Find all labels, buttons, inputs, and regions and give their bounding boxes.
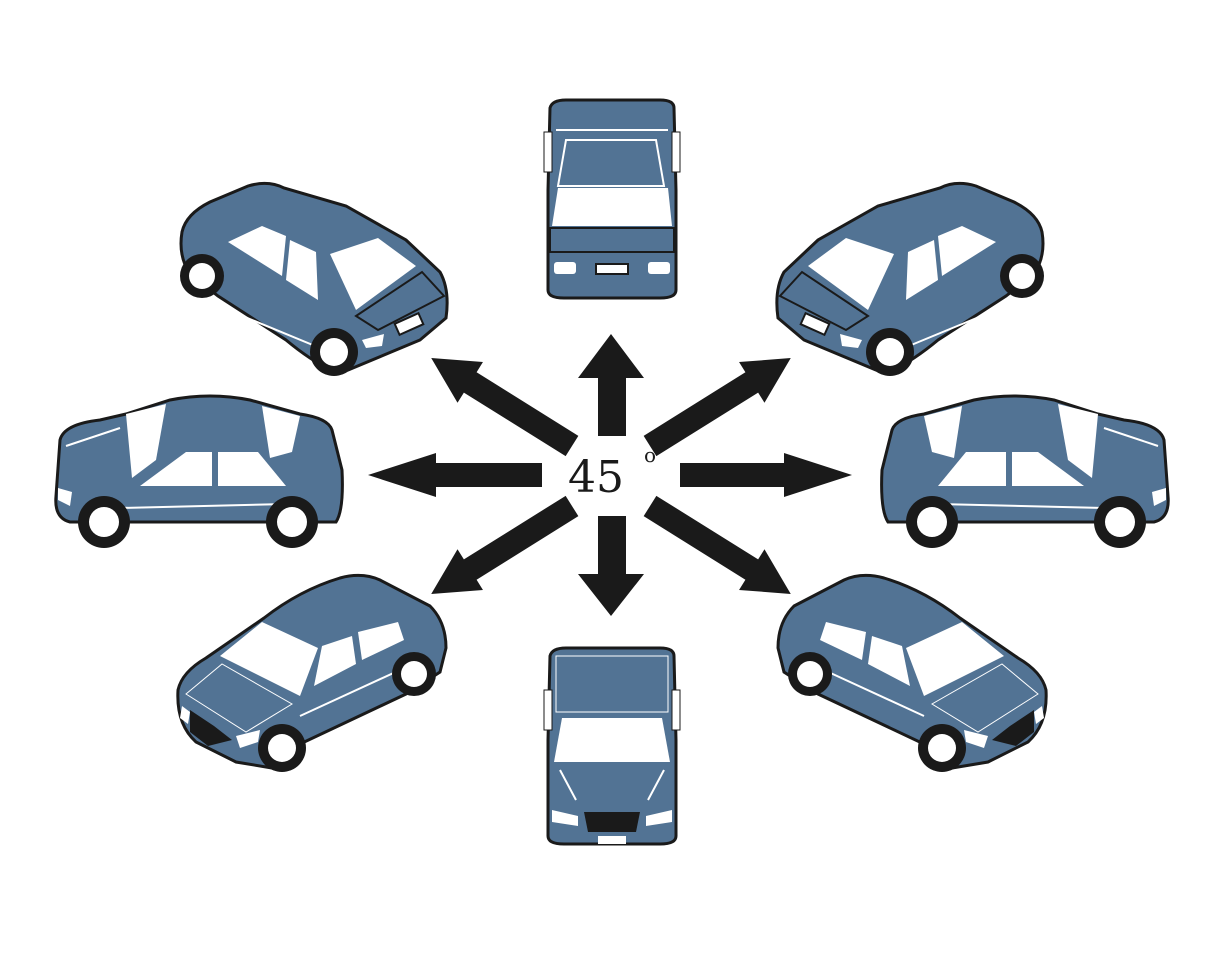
arrow-up	[578, 334, 644, 436]
arrow-down-right	[643, 495, 791, 594]
arrow-up-left	[431, 358, 579, 457]
car-front-three-quarter-left-view	[176, 573, 448, 772]
car-side-left-view	[54, 394, 344, 548]
arrow-up-right	[643, 358, 791, 457]
arrow-down-left	[431, 495, 579, 594]
car-rear-three-quarter-left-view	[179, 181, 449, 376]
direction-arrows	[368, 334, 852, 616]
degree-symbol: o	[644, 443, 656, 467]
arrow-down	[578, 516, 644, 616]
car-side-right-view	[880, 394, 1170, 548]
angle-label: 45	[568, 452, 624, 503]
arrow-right	[680, 453, 852, 497]
car-front-view	[543, 646, 681, 846]
arrow-left	[368, 453, 542, 497]
car-rear-three-quarter-right-view	[775, 181, 1045, 376]
car-rear-view	[543, 98, 681, 300]
car-front-three-quarter-right-view	[776, 573, 1048, 772]
